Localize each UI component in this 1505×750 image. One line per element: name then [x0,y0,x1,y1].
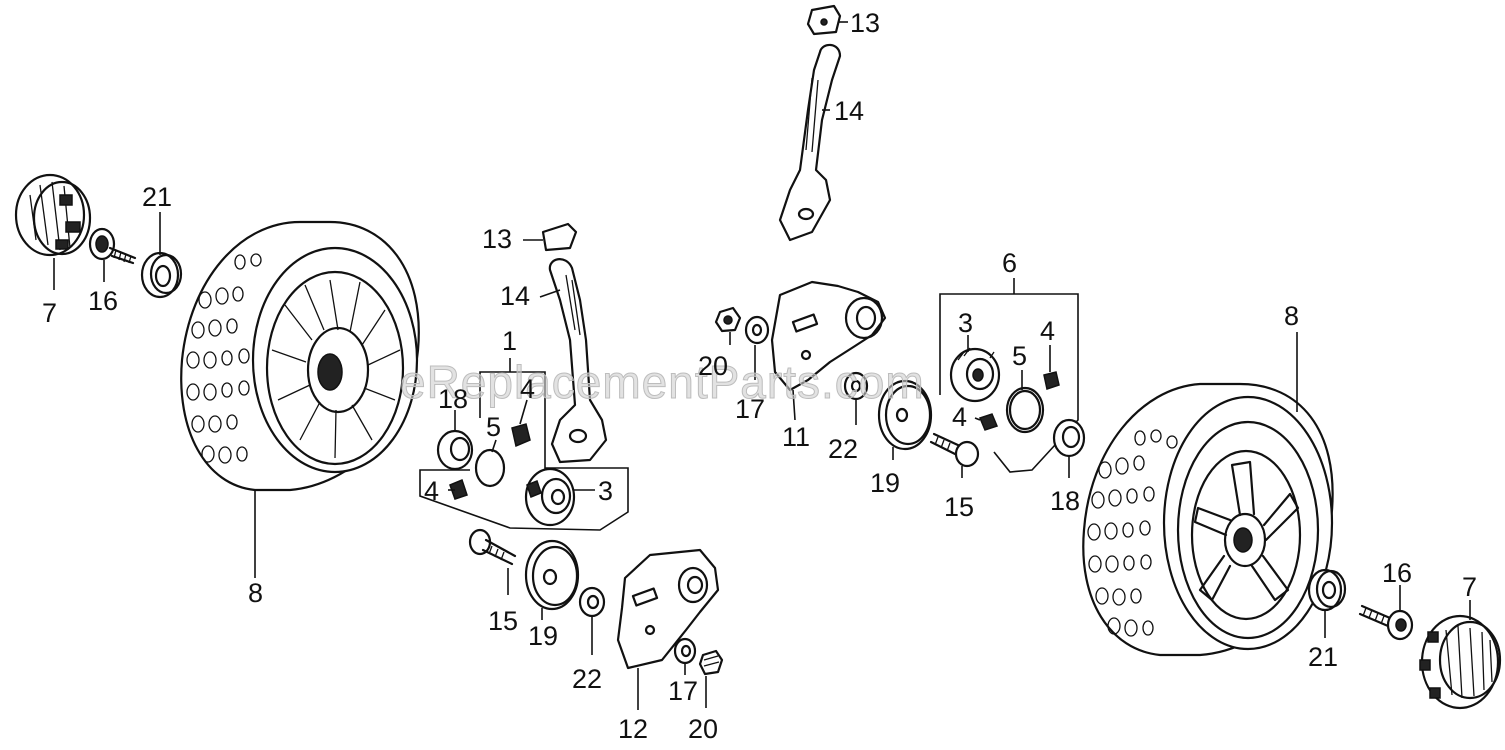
washer-19-right [877,379,933,451]
label-1: 1 [502,326,517,356]
ring-5-left [474,448,506,488]
label-8-right: 8 [1284,301,1299,331]
label-20-left: 20 [688,714,718,744]
label-5-left: 5 [486,412,501,442]
label-18-left: 18 [438,384,468,414]
nut-20-left [698,649,724,676]
label-15-left: 15 [488,606,518,636]
bushing-left [140,251,183,299]
label-13-right: 13 [850,8,880,38]
label-19-right: 19 [870,468,900,498]
washer-17-right [744,315,770,345]
label-15-right: 15 [944,492,974,522]
label-6: 6 [1002,248,1017,278]
label-5-right: 5 [1012,341,1027,371]
label-3-right: 3 [958,308,973,338]
bolt-15-left [468,528,517,566]
bushing-right [1307,568,1347,612]
arm-14-right [778,43,842,242]
label-19-left: 19 [528,621,558,651]
kit-bracket-6 [939,293,1079,473]
label-20-right: 20 [698,351,728,381]
nut-20-right [714,306,742,333]
bolt-15-right [929,432,980,468]
label-3-left: 3 [598,476,613,506]
label-4-upper-right: 4 [1040,316,1055,346]
gear-3-left [524,467,576,527]
hub-cap-left [14,173,92,257]
pawl-4-upper-right [1043,371,1060,390]
bolt-right [1358,604,1414,641]
label-7-right: 7 [1462,572,1477,602]
plate-11-right [770,280,887,392]
gear-3-right [949,347,1001,403]
label-17-right: 17 [735,394,765,424]
wheel-right [1082,382,1334,657]
label-12: 12 [618,714,648,744]
kit-bracket-1 [419,371,629,531]
label-21-right: 21 [1308,642,1338,672]
pawl-4-lower-left [449,478,468,500]
pawl-4-lower-right [978,413,999,431]
label-21-left: 21 [142,182,172,212]
label-4-lower-right: 4 [952,402,967,432]
label-18-right: 18 [1050,486,1080,516]
label-17-left: 17 [668,676,698,706]
label-14-left: 14 [500,281,530,311]
label-7-left: 7 [42,298,57,328]
pad-13-left [541,222,578,252]
label-11: 11 [782,422,810,452]
ring-5-right [1005,386,1045,434]
label-4-upper-left: 4 [520,374,535,404]
watermark: eReplacementParts.com [400,356,925,408]
arm-14-left [548,258,608,464]
plate-12-left [616,548,720,670]
washer-17-left [673,637,697,665]
washer-22-left [578,586,606,618]
label-22-left: 22 [572,664,602,694]
label-14-right: 14 [834,96,864,126]
hub-cap-right [1419,614,1502,710]
part-labels: 7 16 21 8 13 14 1 18 4 5 4 3 15 19 22 12… [42,8,1477,744]
leader-lines [53,21,1471,710]
pad-13-right [806,4,842,36]
wheel-left [180,220,420,492]
washer-22-right [843,371,869,401]
pawl-4-upper-left [511,423,531,448]
label-4-lower-left: 4 [424,476,439,506]
bolt-left [88,227,137,265]
label-8-left: 8 [248,578,263,608]
label-13-left: 13 [482,224,512,254]
washer-19-left [524,539,580,611]
label-16-right: 16 [1382,558,1412,588]
bushing-18-left [436,429,474,471]
label-16-left: 16 [88,286,118,316]
bushing-18-right [1052,418,1086,458]
label-22-right: 22 [828,434,858,464]
